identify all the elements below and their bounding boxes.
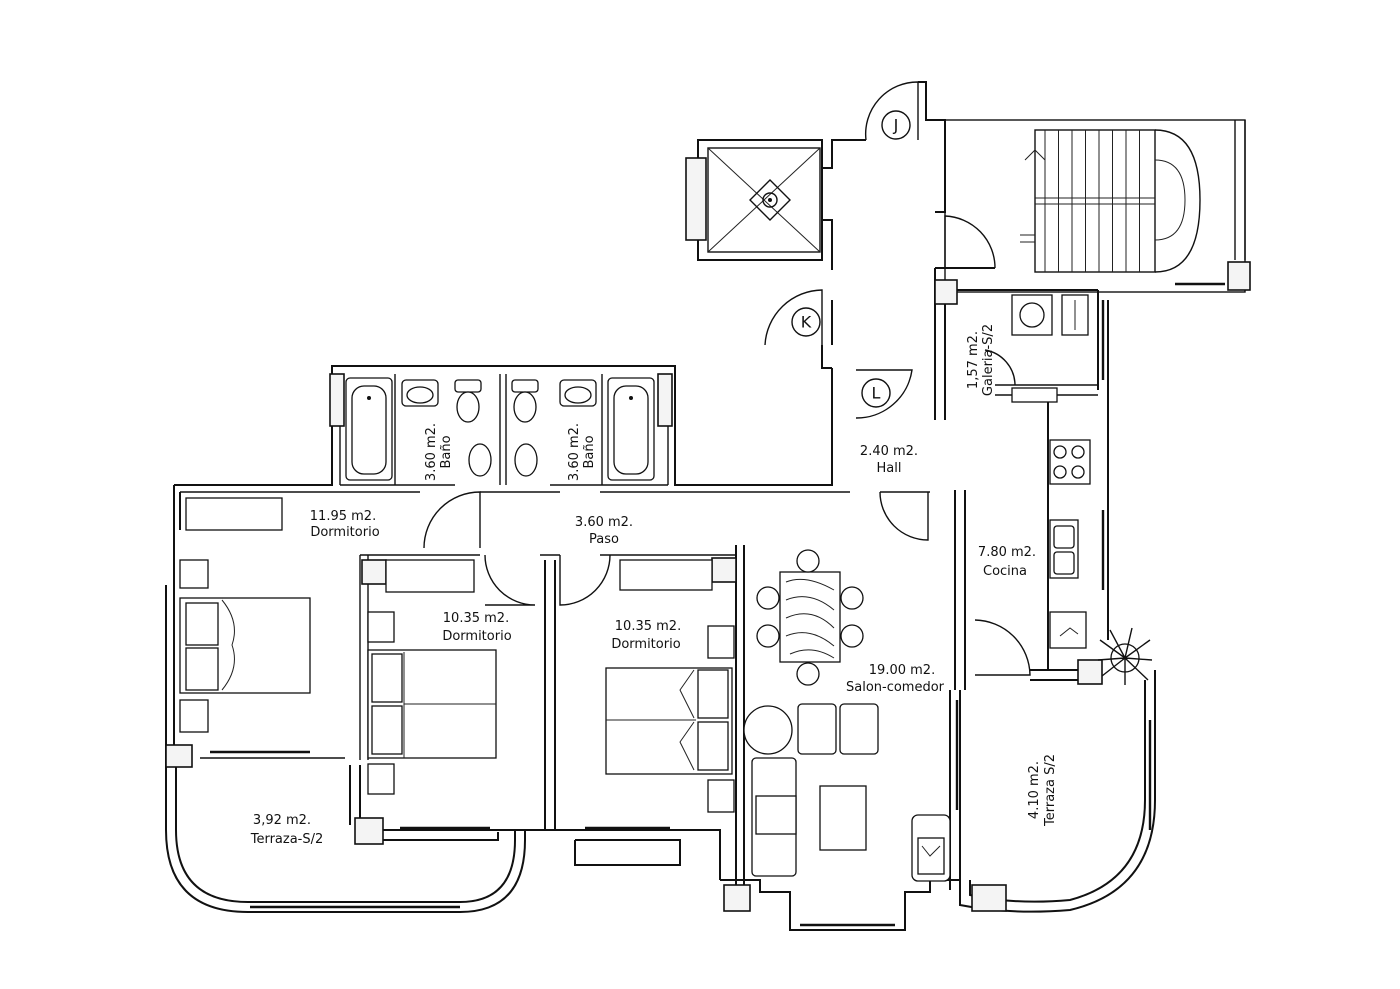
label-cocina: 7.80 m2. Cocina xyxy=(978,545,1036,579)
windows xyxy=(400,282,1225,927)
columns xyxy=(165,157,1251,912)
label-dormitorio-1: 11.95 m2. Dormitorio xyxy=(310,509,380,540)
salon-furniture xyxy=(743,549,951,882)
room-name: Baño xyxy=(582,435,597,468)
room-area: 11.95 m2. xyxy=(310,509,376,524)
room-labels: 11.95 m2. Dormitorio 10.35 m2. Dormitori… xyxy=(250,324,1058,847)
label-dormitorio-2: 10.35 m2. Dormitorio xyxy=(442,611,511,644)
label-bano-1: 3.60 m2. Baño xyxy=(424,423,454,481)
room-area: 10.35 m2. xyxy=(443,611,509,626)
elevator-symbol xyxy=(749,179,791,221)
marker-j: J xyxy=(893,116,899,135)
room-name: Terraza-S/2 xyxy=(250,832,324,847)
room-area: 1,57 m2. xyxy=(966,331,981,389)
room-area: 7.80 m2. xyxy=(978,545,1036,560)
bedroom-furniture xyxy=(179,497,735,813)
room-name: Baño xyxy=(439,435,454,468)
label-terraza-1: 3,92 m2. Terraza-S/2 xyxy=(250,813,324,847)
shaft-markers: J K L xyxy=(791,110,911,408)
room-name: Galeria-S/2 xyxy=(981,324,996,396)
label-salon-comedor: 19.00 m2. Salon-comedor xyxy=(846,663,945,695)
marker-l: L xyxy=(872,384,881,403)
bathroom-fixtures xyxy=(345,377,655,481)
room-area: 4.10 m2. xyxy=(1027,761,1042,819)
label-hall: 2.40 m2. Hall xyxy=(860,444,918,476)
marker-k: K xyxy=(801,313,812,332)
plant-icon xyxy=(1097,627,1153,685)
label-paso: 3.60 m2. Paso xyxy=(575,515,633,547)
room-name: Dormitorio xyxy=(611,637,680,652)
room-name: Dormitorio xyxy=(310,525,379,540)
label-galeria: 1,57 m2. Galeria-S/2 xyxy=(966,324,996,396)
kitchen-fixtures xyxy=(1011,294,1091,649)
room-name: Terraza S/2 xyxy=(1043,754,1058,827)
room-area: 10.35 m2. xyxy=(615,619,681,634)
room-area: 2.40 m2. xyxy=(860,444,918,459)
room-area: 19.00 m2. xyxy=(869,663,935,678)
room-area: 3.60 m2. xyxy=(424,423,439,481)
room-name: Paso xyxy=(589,532,619,547)
room-area: 3.60 m2. xyxy=(575,515,633,530)
staircase xyxy=(1020,129,1201,273)
room-area: 3.60 m2. xyxy=(567,423,582,481)
room-name: Salon-comedor xyxy=(846,680,945,695)
label-terraza-2: 4.10 m2. Terraza S/2 xyxy=(1027,754,1058,827)
label-bano-2: 3.60 m2. Baño xyxy=(567,423,597,481)
room-name: Cocina xyxy=(983,564,1027,579)
room-name: Dormitorio xyxy=(442,629,511,644)
doors xyxy=(423,81,1031,676)
label-dormitorio-3: 10.35 m2. Dormitorio xyxy=(611,619,681,652)
room-name: Hall xyxy=(877,461,902,476)
room-area: 3,92 m2. xyxy=(253,813,311,828)
